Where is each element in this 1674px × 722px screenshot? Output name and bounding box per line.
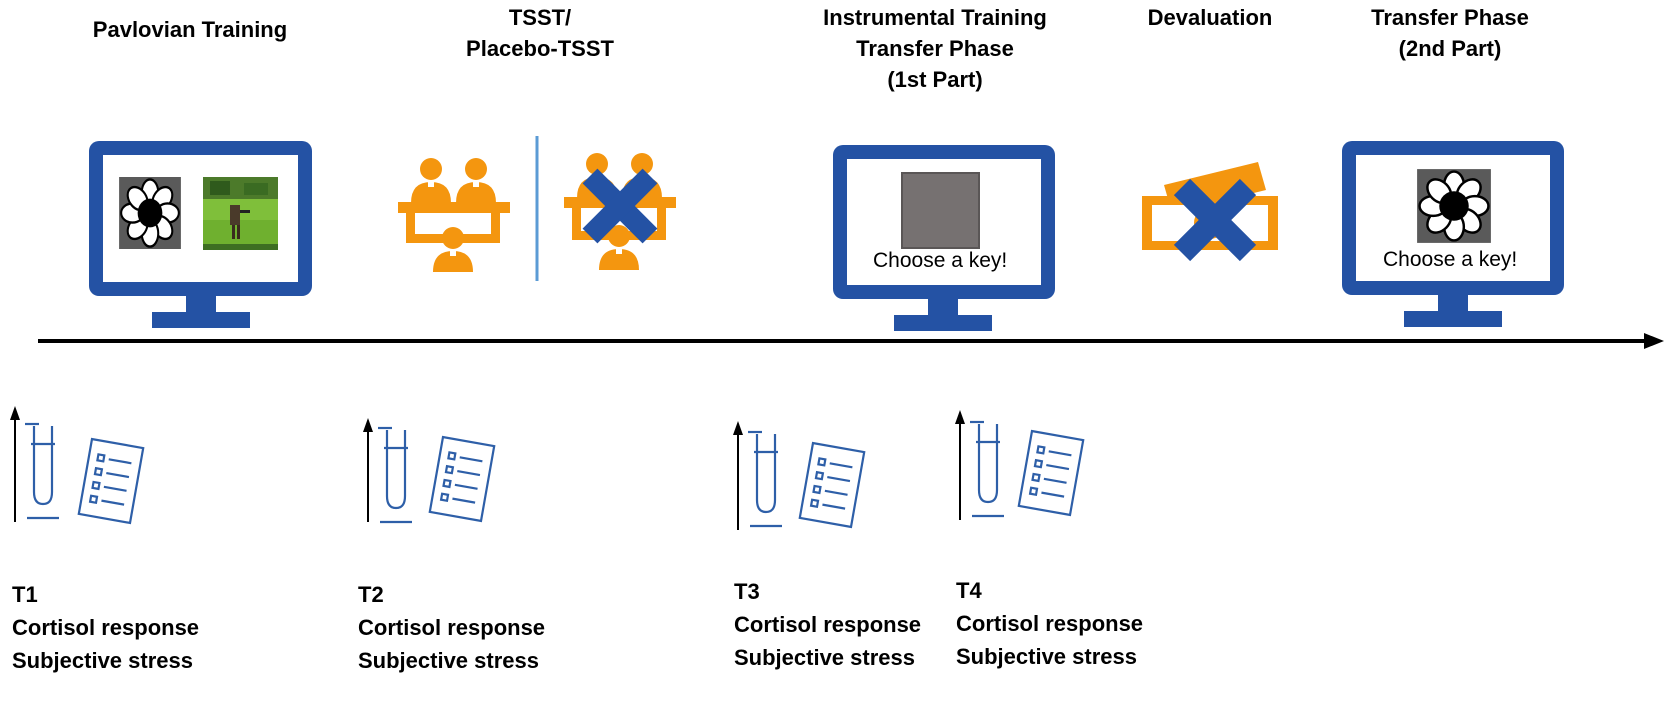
measurement-icons-t3 <box>733 421 866 530</box>
phase-title-instrumental: Instrumental Training Transfer Phase (1s… <box>823 5 1047 92</box>
people-at-desk-icon <box>398 158 510 272</box>
questionnaire-icon <box>798 441 866 529</box>
measurement-line1: Cortisol response <box>12 615 200 640</box>
measurement-icons-t2 <box>363 418 496 524</box>
crossed-people-icon <box>564 153 676 270</box>
crossed-money-icon <box>1142 162 1278 262</box>
monitor-icon-transfer2 <box>1342 141 1564 327</box>
measurement-line2: Subjective stress <box>956 644 1137 669</box>
flower-stimulus-icon <box>1415 167 1493 245</box>
measurement-line2: Subjective stress <box>12 648 193 673</box>
test-tube-icon <box>968 420 1006 518</box>
screen-prompt-transfer2: Choose a key! <box>1383 248 1518 271</box>
phase-title-pavlovian: Pavlovian Training <box>92 17 288 42</box>
measurement-time: T1 <box>12 582 38 607</box>
measurement-label-t1: T1 Cortisol response Subjective stress <box>12 578 199 677</box>
measurement-line2: Subjective stress <box>358 648 539 673</box>
questionnaire-icon <box>1017 429 1085 517</box>
game-image-icon <box>203 177 278 250</box>
measurement-line1: Cortisol response <box>956 611 1144 636</box>
test-tube-icon <box>746 430 784 528</box>
questionnaire-icon <box>428 435 496 523</box>
measurement-line2: Subjective stress <box>734 645 915 670</box>
up-arrow-icon <box>363 418 373 522</box>
monitor-icon-instrumental <box>833 145 1055 331</box>
measurement-icons-t4 <box>955 410 1085 520</box>
phase-title-tsst: TSST/ Placebo-TSST <box>466 5 614 61</box>
test-tube-icon <box>376 426 414 524</box>
measurement-label-t3: T3 Cortisol response Subjective stress <box>734 575 921 674</box>
screen-prompt-instrumental: Choose a key! <box>873 249 1008 272</box>
measurement-time: T4 <box>956 578 982 603</box>
phase-title-devaluation: Devaluation <box>1147 5 1273 30</box>
questionnaire-icon <box>77 437 145 525</box>
up-arrow-icon <box>10 406 20 522</box>
up-arrow-icon <box>733 421 743 530</box>
measurement-line1: Cortisol response <box>358 615 546 640</box>
measurement-time: T2 <box>358 582 384 607</box>
timeline-arrow <box>38 333 1664 349</box>
gray-stimulus <box>901 172 980 249</box>
measurement-icons-t1 <box>10 406 145 525</box>
measurement-label-t4: T4 Cortisol response Subjective stress <box>956 574 1143 673</box>
up-arrow-icon <box>955 410 965 520</box>
measurement-line1: Cortisol response <box>734 612 922 637</box>
monitor-icon-pavlovian <box>89 141 312 328</box>
test-tube-icon <box>23 422 61 520</box>
flower-stimulus-icon <box>117 175 183 251</box>
measurement-time: T3 <box>734 579 760 604</box>
phase-title-transfer2: Transfer Phase (2nd Part) <box>1371 5 1529 61</box>
measurement-label-t2: T2 Cortisol response Subjective stress <box>358 578 545 677</box>
